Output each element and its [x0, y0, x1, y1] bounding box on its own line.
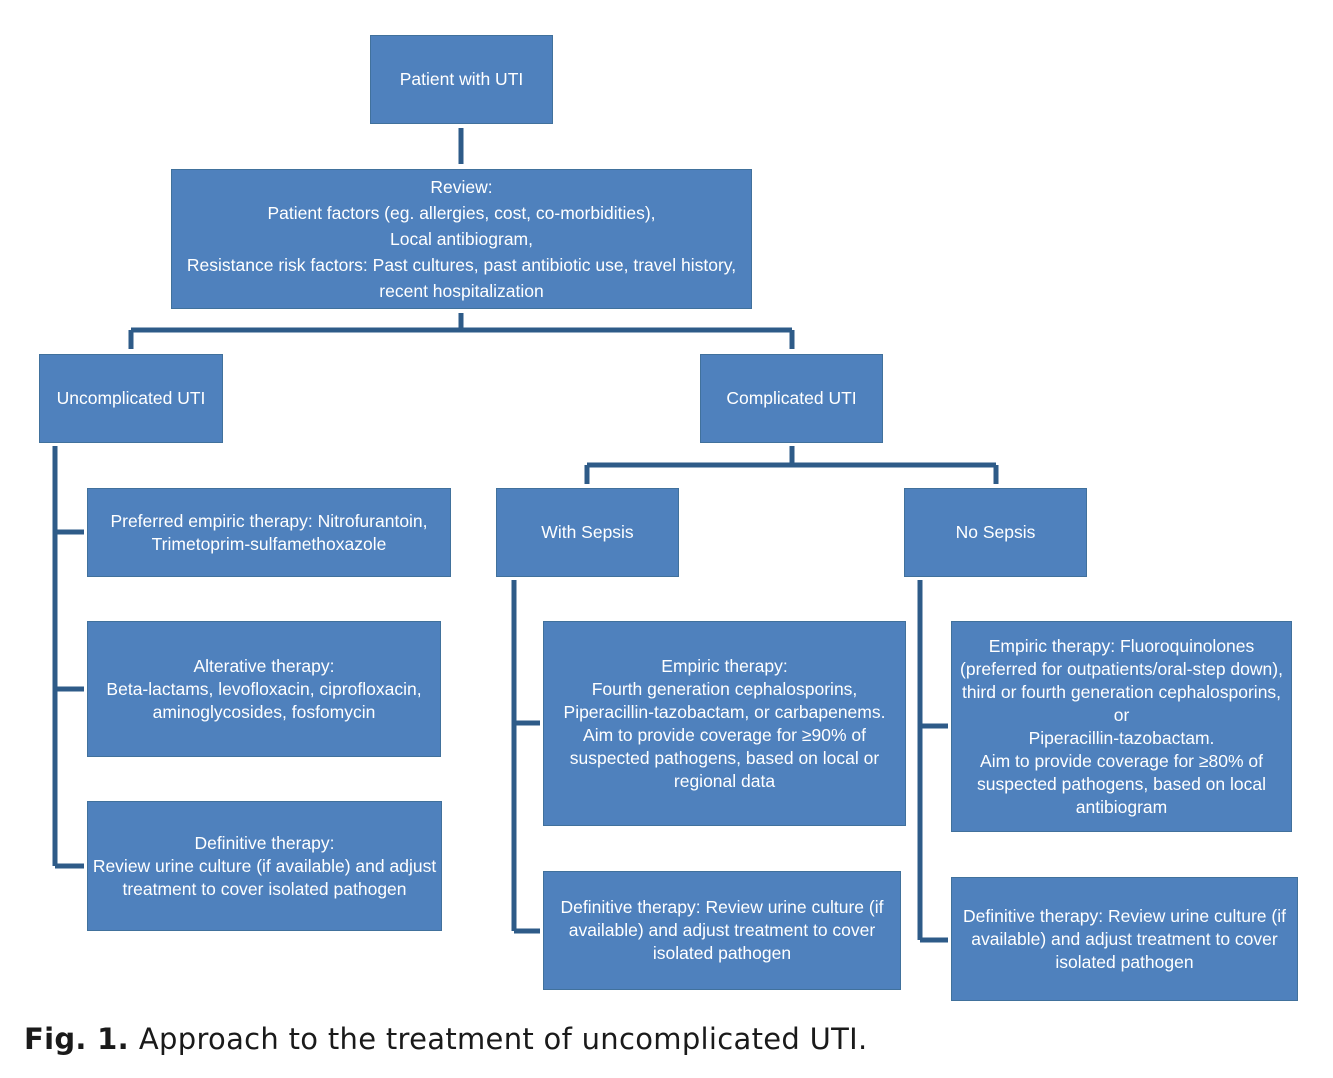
with-sepsis-definitive-therapy-text: Definitive therapy: Review urine culture… — [560, 897, 884, 963]
connector-uncomplicated-children — [52, 446, 84, 869]
alternative-therapy-text: Alterative therapy: Beta-lactams, levofl… — [106, 655, 422, 722]
connector-review-branches — [128, 313, 795, 349]
review-text: Review: Patient factors (eg. allergies, … — [186, 177, 737, 301]
figure-caption-text: Approach to the treatment of uncomplicat… — [138, 1022, 868, 1056]
no-sepsis-definitive-therapy-text: Definitive therapy: Review urine culture… — [963, 905, 1286, 972]
uncomplicated-uti-box: Uncomplicated UTI — [39, 354, 223, 443]
with-sepsis-empiric-therapy-text: Empiric therapy: Fourth generation cepha… — [563, 655, 886, 791]
complicated-uti-text: Complicated UTI — [726, 388, 857, 408]
complicated-uti-box: Complicated UTI — [700, 354, 883, 443]
uncomplicated-definitive-therapy-text: Definitive therapy: Review urine culture… — [92, 832, 437, 899]
uncomplicated-uti-text: Uncomplicated UTI — [56, 388, 206, 408]
preferred-empiric-therapy-text: Preferred empiric therapy: Nitrofurantoi… — [110, 510, 428, 554]
no-sepsis-definitive-therapy-box: Definitive therapy: Review urine culture… — [951, 877, 1298, 1001]
preferred-empiric-therapy-box: Preferred empiric therapy: Nitrofurantoi… — [87, 488, 451, 577]
with-sepsis-box: With Sepsis — [496, 488, 679, 577]
patient-with-uti-text: Patient with UTI — [399, 69, 524, 89]
alternative-therapy-box: Alterative therapy: Beta-lactams, levofl… — [87, 621, 441, 757]
no-sepsis-text: No Sepsis — [955, 522, 1036, 542]
no-sepsis-empiric-therapy-text: Empiric therapy: Fluoroquinolones (prefe… — [960, 635, 1283, 817]
with-sepsis-text: With Sepsis — [541, 522, 634, 542]
connector-complicated-sepsis — [584, 446, 999, 484]
no-sepsis-box: No Sepsis — [904, 488, 1087, 577]
figure-caption: Fig. 1. Approach to the treatment of unco… — [24, 1022, 868, 1056]
no-sepsis-empiric-therapy-box: Empiric therapy: Fluoroquinolones (prefe… — [951, 621, 1292, 832]
with-sepsis-definitive-therapy-box: Definitive therapy: Review urine culture… — [543, 871, 901, 990]
patient-with-uti-box: Patient with UTI — [370, 35, 553, 124]
review-box: Review: Patient factors (eg. allergies, … — [171, 169, 752, 309]
connector-with-sepsis-children — [511, 580, 540, 934]
connector-no-sepsis-children — [917, 580, 948, 943]
uncomplicated-definitive-therapy-box: Definitive therapy: Review urine culture… — [87, 801, 442, 931]
figure-caption-label: Fig. 1. — [24, 1022, 129, 1056]
with-sepsis-empiric-therapy-box: Empiric therapy: Fourth generation cepha… — [543, 621, 906, 826]
